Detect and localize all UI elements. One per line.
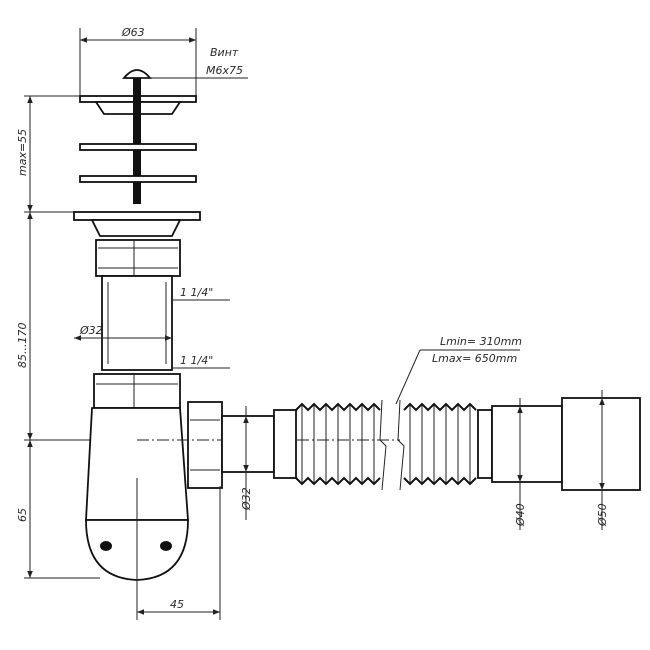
top-diameter-label: Ø63: [121, 26, 145, 39]
length-max-label: Lmax= 650mm: [432, 352, 517, 365]
outlet-40-label: Ø40: [514, 503, 527, 527]
flange-and-pipe: 1 1/4" Ø32 1 1/4": [73, 211, 230, 371]
height-max-label: max=55: [16, 129, 29, 176]
pipe-diameter-label: Ø32: [79, 324, 103, 337]
outlet-50-label: Ø50: [596, 503, 609, 527]
offset-width-label: 45: [170, 598, 184, 611]
drain-grate: Ø63 Винт M6x75: [79, 26, 248, 204]
left-height-dimensions: max=55 85...170 65: [16, 95, 100, 579]
offset-dimension: 45: [137, 486, 221, 620]
screw-size-label: M6x75: [206, 64, 243, 77]
height-range-label: 85...170: [16, 323, 29, 368]
height-bottom-label: 65: [16, 508, 29, 522]
hose-length-callout: Lmin= 310mm Lmax= 650mm: [395, 335, 522, 405]
outlet-hose: Ø32 Ø40 Ø50: [221, 390, 641, 530]
siphon-bottle: [85, 373, 223, 581]
outlet-32-label: Ø32: [240, 487, 253, 511]
length-min-label: Lmin= 310mm: [440, 335, 522, 348]
screw-label: Винт: [210, 46, 239, 59]
thread-lower-label: 1 1/4": [180, 354, 213, 367]
thread-upper-label: 1 1/4": [180, 286, 213, 299]
